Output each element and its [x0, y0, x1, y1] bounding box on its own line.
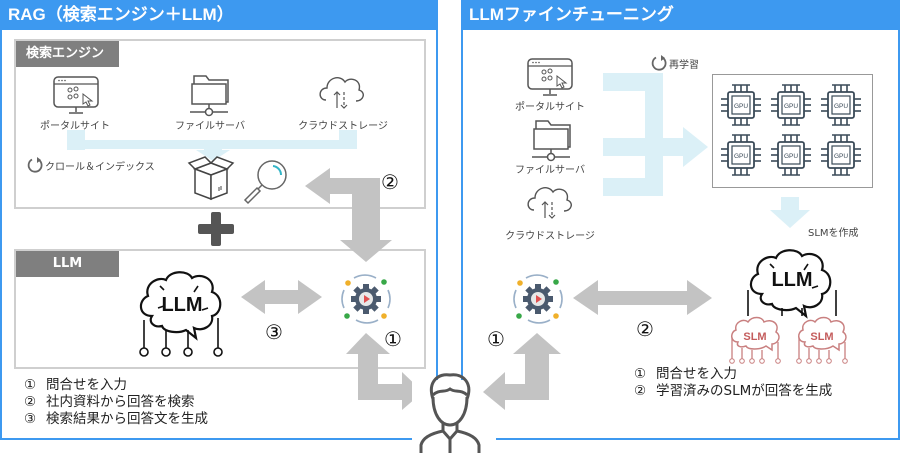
- portal-site-icon: [527, 58, 573, 96]
- gpu-label: GPU: [734, 103, 748, 110]
- gpu-grid: GPU GPU GPU GPU GPU GPU: [718, 82, 868, 182]
- llm-box-label: LLM: [16, 251, 119, 277]
- arrow-user-orchestrator-left: [346, 333, 423, 410]
- gpu-label: GPU: [784, 103, 798, 110]
- rag-panel-title: RAG（検索エンジン＋LLM）: [0, 0, 438, 30]
- slm-brain-icon: SLM: [729, 316, 781, 364]
- finetuning-panel-title: LLMファインチューニング: [461, 0, 900, 30]
- file-server-label: ファイルサーバ: [175, 121, 245, 132]
- cloud-storage-icon: [527, 187, 572, 219]
- refresh-icon: [27, 157, 43, 173]
- cloud-storage-label: クラウドストレージ: [505, 231, 595, 242]
- gpu-chip-icon: GPU: [721, 84, 761, 126]
- cloud-storage-label: クラウドストレージ: [298, 121, 388, 132]
- user-icon: [419, 373, 481, 453]
- gpu-chip-icon: GPU: [821, 134, 861, 176]
- portal-site-label: ポータルサイト: [515, 102, 585, 113]
- crawl-index-label: クロール＆インデックス: [45, 162, 155, 173]
- slm-text: SLM: [810, 331, 833, 343]
- search-magnifier-icon: [243, 160, 287, 205]
- source-flow-connector: [67, 130, 357, 161]
- arrow-llm-orchestrator: [241, 280, 322, 314]
- arrow-user-orchestrator-right: [483, 333, 561, 410]
- llm-brain-icon: LLM: [139, 271, 223, 357]
- llm-brain-icon: LLM: [747, 249, 837, 319]
- arrows-left-panel: [241, 168, 423, 410]
- llm-brain-text: LLM: [161, 294, 202, 316]
- file-server-icon: [190, 75, 229, 117]
- step-marker-1-left: ①: [384, 327, 402, 351]
- index-box-icon: [187, 156, 235, 201]
- gpu-chip-icon: GPU: [771, 134, 811, 176]
- gpu-label: GPU: [834, 103, 848, 110]
- retrain-label: 再学習: [669, 60, 699, 71]
- slm-text: SLM: [743, 331, 766, 343]
- step-marker-1-right: ①: [487, 327, 505, 351]
- portal-site-icon: [53, 76, 99, 114]
- step-marker-2-right: ②: [636, 317, 654, 341]
- orchestrator-gear-icon: [341, 274, 391, 324]
- portal-site-label: ポータルサイト: [40, 121, 110, 132]
- cloud-storage-icon: [319, 77, 364, 109]
- gpu-chip-icon: GPU: [771, 84, 811, 126]
- llm-brain-text: LLM: [771, 269, 812, 291]
- gpu-label: GPU: [734, 153, 748, 160]
- file-server-label: ファイルサーバ: [515, 165, 585, 176]
- gpu-label: GPU: [834, 153, 848, 160]
- arrow-slm-orchestrator: [573, 280, 712, 315]
- orchestrator-gear-icon: [513, 274, 563, 324]
- step-marker-2-left: ②: [381, 170, 399, 194]
- gpu-chip-icon: GPU: [821, 84, 861, 126]
- refresh-icon: [651, 55, 667, 71]
- search-engine-label: 検索エンジン: [16, 41, 119, 67]
- plus-icon: [198, 212, 234, 246]
- file-server-icon: [532, 120, 571, 162]
- gpu-label: GPU: [784, 153, 798, 160]
- gpu-chip-icon: GPU: [721, 134, 761, 176]
- create-slm-label: SLMを作成: [808, 228, 859, 239]
- arrow-search-orchestrator: [305, 168, 392, 262]
- step-marker-3-left: ③: [265, 320, 283, 344]
- slm-brain-icon: SLM: [796, 316, 848, 364]
